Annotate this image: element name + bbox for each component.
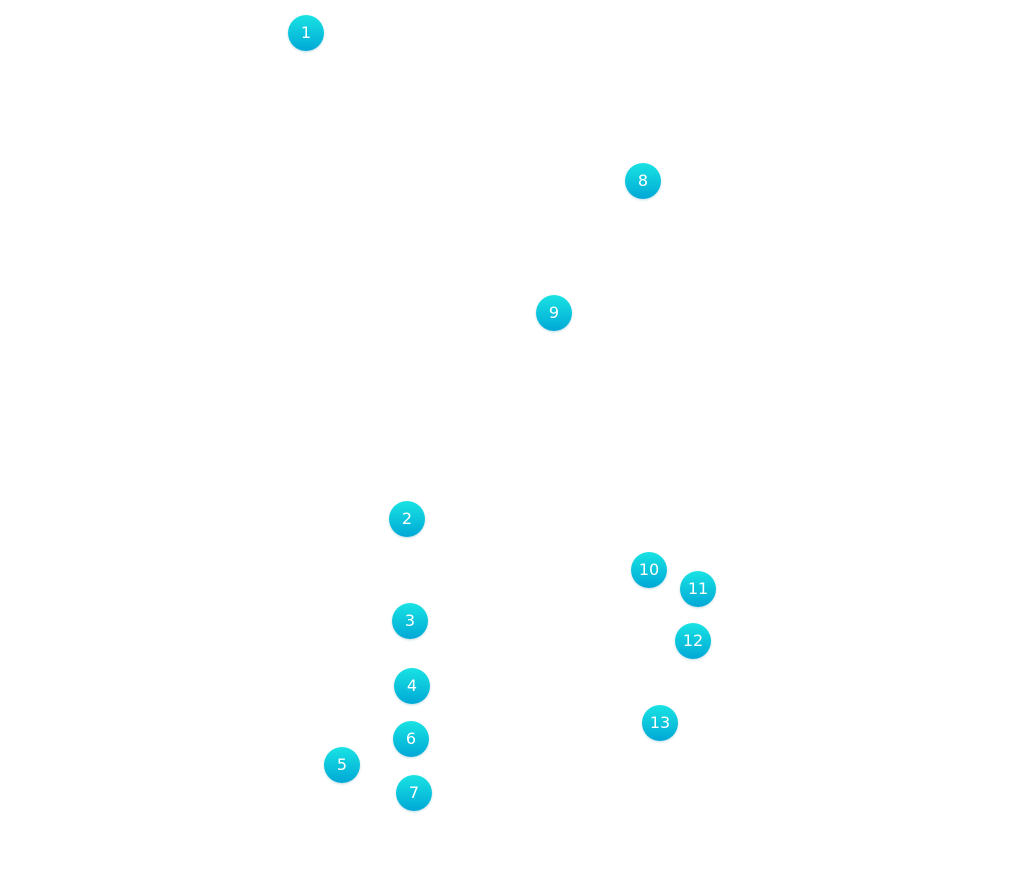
marker-9[interactable]: 9: [536, 295, 572, 331]
marker-3[interactable]: 3: [392, 603, 428, 639]
marker-6[interactable]: 6: [393, 721, 429, 757]
marker-1[interactable]: 1: [288, 15, 324, 51]
marker-4[interactable]: 4: [394, 668, 430, 704]
marker-2[interactable]: 2: [389, 501, 425, 537]
marker-10[interactable]: 10: [631, 552, 667, 588]
marker-8[interactable]: 8: [625, 163, 661, 199]
marker-11[interactable]: 11: [680, 571, 716, 607]
marker-7[interactable]: 7: [396, 775, 432, 811]
marker-5[interactable]: 5: [324, 747, 360, 783]
marker-13[interactable]: 13: [642, 705, 678, 741]
marker-12[interactable]: 12: [675, 623, 711, 659]
